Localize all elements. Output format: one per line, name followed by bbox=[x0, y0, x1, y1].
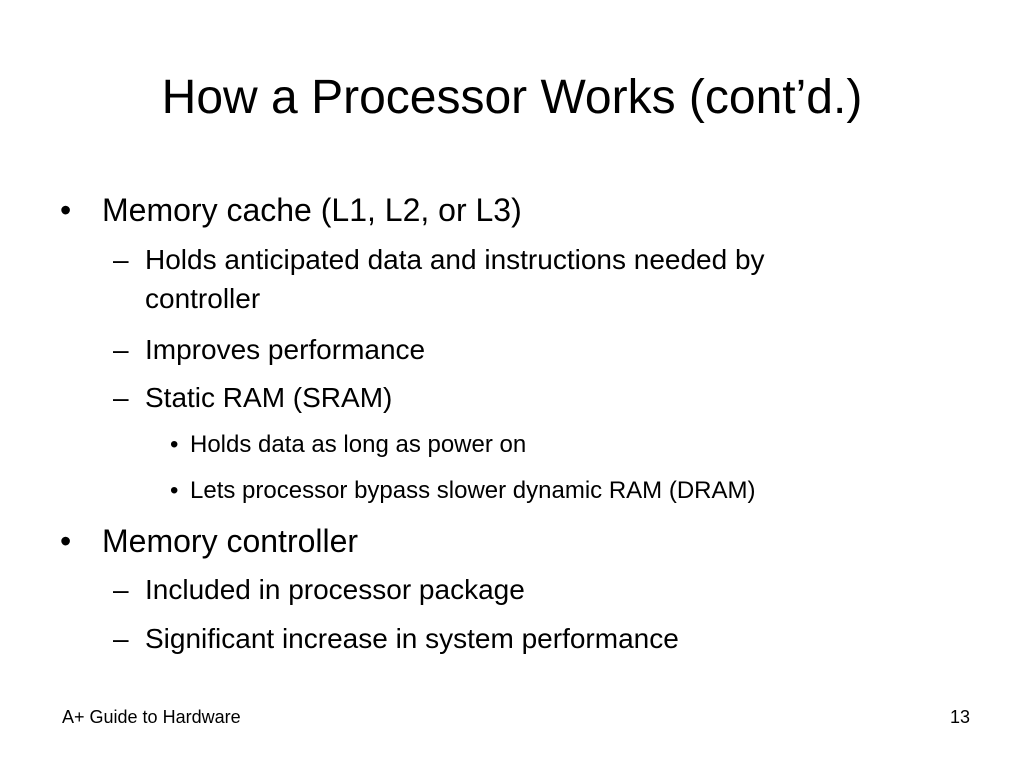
bullet-marker: • bbox=[60, 192, 72, 228]
sub-sub-bullet-text: Holds data as long as power on bbox=[190, 431, 527, 458]
bullet-text: Memory cache (L1, L2, or L3) bbox=[102, 192, 522, 228]
sub-bullet-text-continuation: controller bbox=[145, 283, 261, 314]
sub-bullet-text: Static RAM (SRAM) bbox=[145, 382, 393, 413]
bullet-marker: • bbox=[60, 523, 72, 559]
dash-marker: – bbox=[113, 574, 129, 605]
bullet-marker: • bbox=[170, 477, 179, 504]
bullet-text: Memory controller bbox=[102, 523, 359, 559]
dash-marker: – bbox=[113, 382, 129, 413]
sub-bullet-text: Holds anticipated data and instructions … bbox=[145, 244, 765, 275]
slide-title: How a Processor Works (cont’d.) bbox=[161, 71, 863, 124]
sub-bullet-text: Included in processor package bbox=[145, 574, 525, 605]
sub-sub-bullet-text: Lets processor bypass slower dynamic RAM… bbox=[190, 477, 756, 504]
page-number: 13 bbox=[949, 707, 970, 727]
dash-marker: – bbox=[113, 334, 129, 365]
dash-marker: – bbox=[113, 244, 129, 275]
sub-bullet-text: Improves performance bbox=[145, 334, 426, 365]
footer-title: A+ Guide to Hardware bbox=[62, 707, 241, 727]
dash-marker: – bbox=[113, 623, 129, 654]
sub-bullet-text: Significant increase in system performan… bbox=[145, 623, 679, 654]
bullet-marker: • bbox=[170, 431, 179, 458]
